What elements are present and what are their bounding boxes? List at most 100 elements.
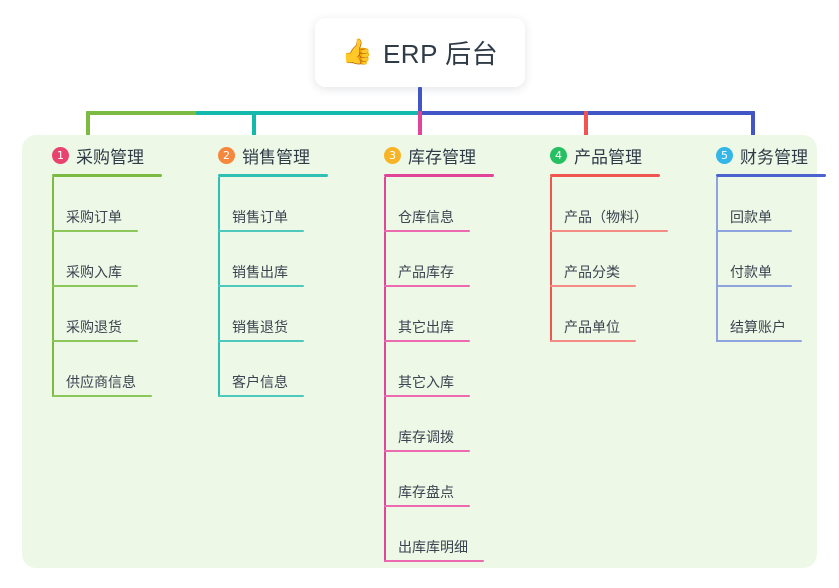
- column-badge-1: 1: [52, 146, 69, 164]
- leaf-label: 产品分类: [564, 264, 620, 280]
- list-item[interactable]: 产品分类: [534, 232, 694, 287]
- leaf-label: 销售订单: [232, 209, 288, 225]
- column-badge-4: 4: [550, 146, 567, 164]
- bar-green-segment: [86, 111, 199, 115]
- leaf-label: 回款单: [730, 209, 772, 225]
- leaf-label: 其它入库: [398, 374, 454, 390]
- list-item[interactable]: 仓库信息: [368, 177, 518, 232]
- column-title-2: 销售管理: [242, 147, 310, 167]
- drop-connector-4: [584, 111, 588, 139]
- column-header-3[interactable]: 3 库存管理: [368, 142, 518, 168]
- drop-connector-3: [418, 111, 422, 139]
- list-item[interactable]: 采购订单: [36, 177, 186, 232]
- column-badge-3: 3: [384, 146, 401, 164]
- leaf-rule: [218, 285, 304, 287]
- column-spine-2: [218, 177, 220, 397]
- list-item[interactable]: 销售出库: [202, 232, 352, 287]
- leaf-label: 库存盘点: [398, 484, 454, 500]
- leaf-label: 采购退货: [66, 319, 122, 335]
- list-item[interactable]: 产品库存: [368, 232, 518, 287]
- thumbs-up-icon: 👍: [341, 38, 373, 66]
- list-item[interactable]: 结算账户: [700, 287, 839, 342]
- column-header-1[interactable]: 1 采购管理: [36, 142, 186, 168]
- leaf-label: 采购入库: [66, 264, 122, 280]
- leaf-rule: [716, 340, 802, 342]
- leaf-rule: [52, 230, 138, 232]
- leaf-rule: [550, 230, 668, 232]
- leaf-rule: [550, 285, 636, 287]
- column-badge-5: 5: [716, 146, 733, 164]
- column-title-4: 产品管理: [574, 147, 642, 167]
- drop-connector-2: [252, 111, 256, 139]
- column-spine-5: [716, 177, 718, 342]
- leaf-rule: [218, 230, 304, 232]
- column-product: 4 产品管理 产品（物料） 产品分类 产品单位: [534, 142, 694, 342]
- leaf-label: 其它出库: [398, 319, 454, 335]
- column-finance: 5 财务管理 回款单 付款单 结算账户: [700, 142, 839, 342]
- column-header-4[interactable]: 4 产品管理: [534, 142, 694, 168]
- list-item[interactable]: 销售订单: [202, 177, 352, 232]
- column-purchasing: 1 采购管理 采购订单 采购入库 采购退货 供应商信息: [36, 142, 186, 397]
- leaf-rule: [384, 505, 470, 507]
- list-item[interactable]: 产品单位: [534, 287, 694, 342]
- leaf-label: 产品单位: [564, 319, 620, 335]
- column-rule-2: [218, 174, 328, 177]
- column-title-5: 财务管理: [740, 147, 808, 167]
- leaf-label: 出库库明细: [398, 539, 468, 555]
- list-item[interactable]: 客户信息: [202, 342, 352, 397]
- column-rule-5: [716, 174, 826, 177]
- list-item[interactable]: 销售退货: [202, 287, 352, 342]
- column-header-5[interactable]: 5 财务管理: [700, 142, 839, 168]
- list-item[interactable]: 出库库明细: [368, 507, 518, 562]
- leaf-rule: [52, 285, 138, 287]
- column-badge-2: 2: [218, 146, 235, 164]
- column-rule-4: [550, 174, 660, 177]
- column-rule-3: [384, 174, 494, 177]
- trunk-connector: [418, 87, 422, 113]
- leaf-list-4: 产品（物料） 产品分类 产品单位: [534, 177, 694, 342]
- drop-connector-5: [751, 111, 755, 139]
- leaf-label: 供应商信息: [66, 374, 136, 390]
- column-spine-3: [384, 177, 386, 562]
- column-spine-1: [52, 177, 54, 397]
- root-node[interactable]: 👍 ERP 后台: [315, 18, 525, 87]
- list-item[interactable]: 供应商信息: [36, 342, 186, 397]
- leaf-rule: [716, 285, 792, 287]
- leaf-rule: [384, 230, 470, 232]
- list-item[interactable]: 其它入库: [368, 342, 518, 397]
- list-item[interactable]: 付款单: [700, 232, 839, 287]
- leaf-rule: [218, 395, 304, 397]
- leaf-label: 客户信息: [232, 374, 288, 390]
- list-item[interactable]: 其它出库: [368, 287, 518, 342]
- leaf-label: 库存调拨: [398, 429, 454, 445]
- column-inventory: 3 库存管理 仓库信息 产品库存 其它出库 其它入库 库存调拨 库存盘点: [368, 142, 518, 562]
- column-spine-4: [550, 177, 552, 342]
- list-item[interactable]: 产品（物料）: [534, 177, 694, 232]
- list-item[interactable]: 库存调拨: [368, 397, 518, 452]
- leaf-label: 产品（物料）: [564, 209, 648, 225]
- leaf-rule: [384, 560, 484, 562]
- leaf-rule: [384, 285, 470, 287]
- root-title: ERP 后台: [382, 39, 499, 69]
- leaf-rule: [384, 395, 470, 397]
- leaf-label: 销售退货: [232, 319, 288, 335]
- list-item[interactable]: 采购退货: [36, 287, 186, 342]
- list-item[interactable]: 采购入库: [36, 232, 186, 287]
- leaf-label: 付款单: [730, 264, 772, 280]
- leaf-list-3: 仓库信息 产品库存 其它出库 其它入库 库存调拨 库存盘点 出库库明细: [368, 177, 518, 562]
- leaf-label: 产品库存: [398, 264, 454, 280]
- leaf-list-5: 回款单 付款单 结算账户: [700, 177, 839, 342]
- leaf-list-2: 销售订单 销售出库 销售退货 客户信息: [202, 177, 352, 397]
- list-item[interactable]: 回款单: [700, 177, 839, 232]
- leaf-rule: [52, 395, 152, 397]
- column-header-2[interactable]: 2 销售管理: [202, 142, 352, 168]
- leaf-rule: [218, 340, 304, 342]
- leaf-label: 仓库信息: [398, 209, 454, 225]
- drop-connector-1: [86, 111, 90, 139]
- leaf-rule: [716, 230, 792, 232]
- leaf-label: 结算账户: [730, 319, 786, 335]
- leaf-rule: [52, 340, 138, 342]
- leaf-rule: [384, 450, 470, 452]
- list-item[interactable]: 库存盘点: [368, 452, 518, 507]
- bar-teal-segment: [196, 111, 421, 115]
